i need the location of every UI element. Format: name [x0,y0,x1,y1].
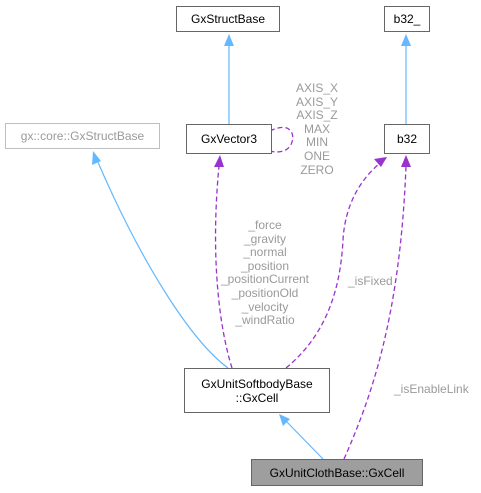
node-b32-label: b32 [396,132,418,146]
edge-cloth-softbody [284,419,324,460]
node-b32_-label: b32_ [393,12,421,26]
node-cloth-label: GxUnitClothBase::GxCell [269,465,405,480]
node-softbody-label-line1: GxUnitSoftbodyBase [201,376,313,391]
arrowhead-corestructbase [92,151,101,165]
edge-gxvector3-self [265,126,294,153]
edge-softbody-gxvector3 [214,165,233,369]
node-gxstructbase[interactable]: GxStructBase [176,6,280,32]
label-self-members: AXIS_X AXIS_Y AXIS_Z MAX MIN ONE ZERO [295,81,339,177]
arrowhead-softbody [279,414,290,426]
label-isenablelink: _isEnableLink [394,382,469,396]
node-core-gxstructbase[interactable]: gx::core::GxStructBase [5,123,160,149]
node-gxstructbase-label: GxStructBase [190,12,266,26]
arrowhead-gxstructbase [224,34,234,46]
label-vector-members: _force _gravity _normal _position _posit… [220,218,310,328]
edge-softbody-corestructbase [96,159,229,369]
node-b32[interactable]: b32 [384,124,430,154]
node-gxvector3-label: GxVector3 [200,132,258,146]
arrowhead-gxvector3 [214,155,224,167]
edge-cloth-b32 [343,165,407,460]
arrowhead-b32-fixed [374,157,387,167]
node-gxvector3[interactable]: GxVector3 [186,124,272,154]
node-b32_[interactable]: b32_ [384,6,430,32]
arrowhead-b32_ [401,34,411,46]
node-softbody-label-line2: ::GxCell [235,390,279,405]
label-isfixed: _isFixed [348,274,393,288]
node-cloth-gxcell[interactable]: GxUnitClothBase::GxCell [251,459,423,486]
node-softbody-gxcell[interactable]: GxUnitSoftbodyBase ::GxCell [184,368,330,413]
edge-softbody-b32 [285,162,381,369]
node-core-gxstructbase-label: gx::core::GxStructBase [20,129,145,143]
arrowhead-b32-enablelink [401,155,411,167]
